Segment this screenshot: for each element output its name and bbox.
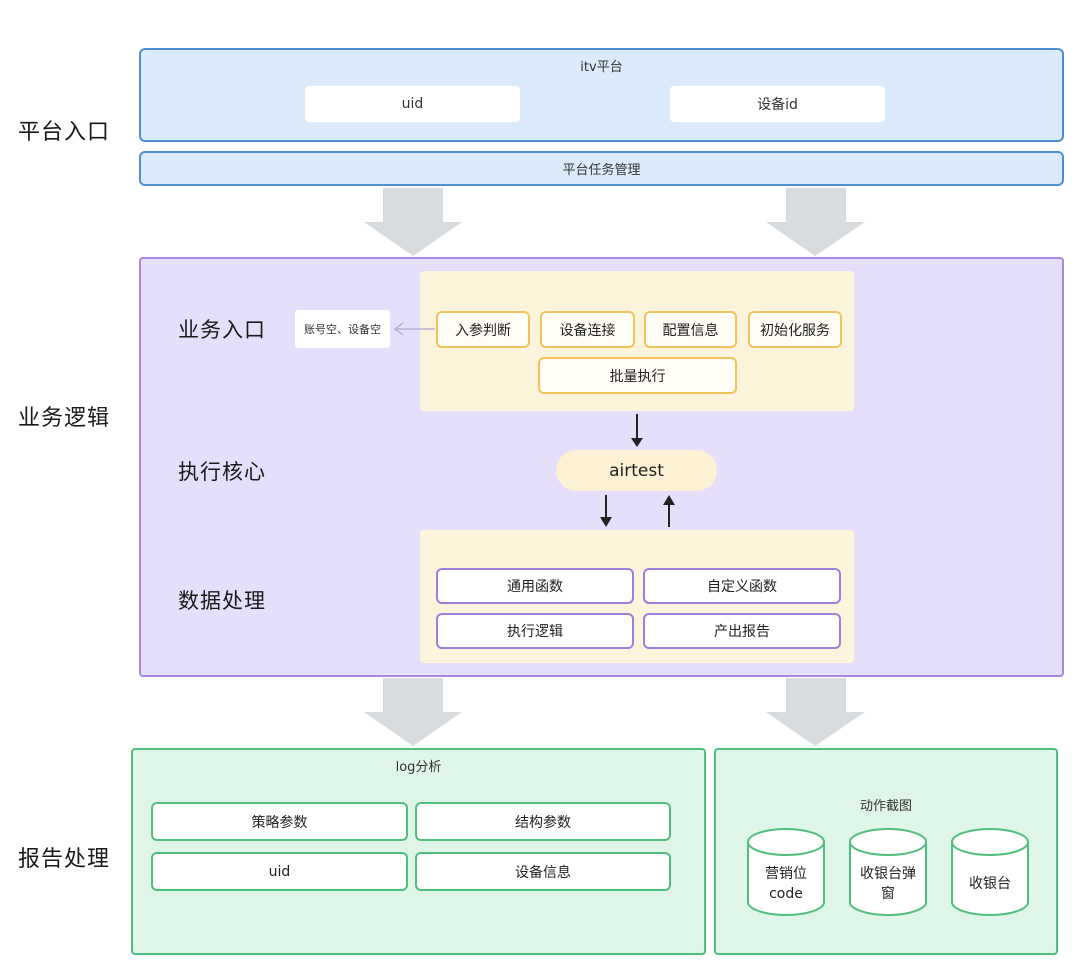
cylinder-3 [951, 828, 1029, 916]
down-arrow-top-right [766, 188, 865, 256]
side-label-platform-entry: 平台入口 [18, 120, 111, 145]
down-arrow-top-left [364, 188, 462, 256]
log-item-uid: uid [151, 852, 408, 891]
cylinder-label-marketing-code: 营销位 code [765, 866, 807, 902]
data-item-exec-logic: 执行逻辑 [436, 613, 634, 649]
action-screenshot-title: 动作截图 [859, 798, 912, 814]
task-management-bar: 平台任务管理 [139, 151, 1064, 186]
cylinder-label-checkout: 收银台 [969, 876, 1011, 892]
side-label-report-processing: 报告处理 [18, 847, 111, 872]
arrow-airtest-to-data [600, 495, 612, 527]
airtest-node: airtest [556, 450, 717, 491]
side-label-business-logic: 业务逻辑 [18, 406, 111, 431]
cylinder-label-checkout-popup: 收银台弹 窗 [860, 866, 916, 902]
data-item-common-functions: 通用函数 [436, 568, 634, 604]
log-analysis-frame [131, 748, 706, 955]
arrow-panel-to-airtest [631, 414, 643, 447]
data-processing-label: 数据处理 [178, 589, 266, 613]
log-item-structure-params: 结构参数 [415, 802, 671, 841]
device-id-box: 设备id [670, 86, 885, 122]
arrow-to-empty-note [393, 322, 435, 336]
log-item-device-info: 设备信息 [415, 852, 671, 891]
exec-core-label: 执行核心 [178, 460, 266, 484]
empty-note-box: 账号空、设备空 [295, 310, 390, 348]
log-item-strategy-params: 策略参数 [151, 802, 408, 841]
cylinder-1 [747, 828, 825, 916]
business-entry-label: 业务入口 [178, 318, 266, 342]
log-analysis-title: log分析 [395, 759, 442, 775]
platform-frame [139, 48, 1064, 142]
entry-item-param-check: 入参判断 [436, 311, 530, 348]
entry-item-device-connect: 设备连接 [540, 311, 635, 348]
platform-title: itv平台 [580, 59, 623, 75]
batch-execute-box: 批量执行 [538, 357, 737, 394]
data-item-custom-functions: 自定义函数 [643, 568, 841, 604]
cylinder-2 [849, 828, 927, 916]
down-arrow-bottom-right [766, 678, 865, 746]
data-item-output-report: 产出报告 [643, 613, 841, 649]
down-arrow-bottom-left [364, 678, 462, 746]
uid-box: uid [305, 86, 520, 122]
entry-item-init-service: 初始化服务 [748, 311, 842, 348]
arrow-data-to-airtest [663, 495, 675, 527]
entry-item-config-info: 配置信息 [644, 311, 737, 348]
